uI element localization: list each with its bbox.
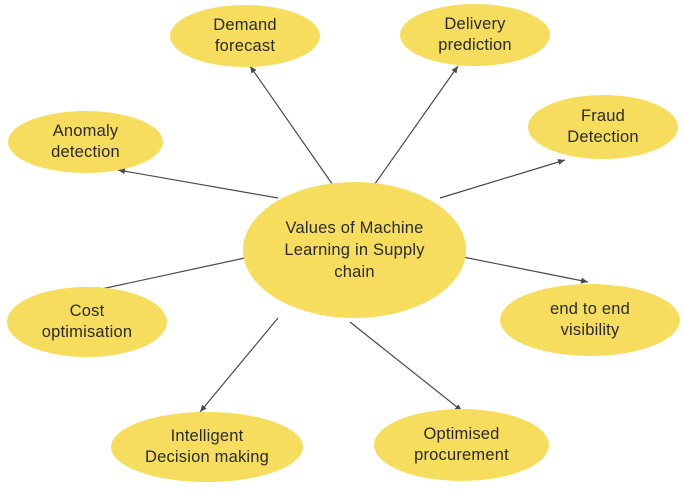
node-demand-forecast: Demand forecast <box>170 5 320 67</box>
node-label-end-to-end-visibility: end to end visibility <box>550 300 630 339</box>
connector-optimised-procurement <box>349 321 463 412</box>
node-label-intelligent-decision-making: Intelligent Decision making <box>144 427 270 466</box>
node-intelligent-decision-making: Intelligent Decision making <box>111 412 303 482</box>
node-label-optimised-procurement: Optimised procurement <box>414 425 509 464</box>
node-label-demand-forecast: Demand forecast <box>213 16 277 55</box>
connector-intelligent-decision-making <box>199 317 279 413</box>
connector-fraud-detection <box>439 159 566 199</box>
node-delivery-prediction: Delivery prediction <box>400 4 550 66</box>
node-anomaly-detection: Anomaly detection <box>8 111 163 173</box>
node-cost-optimisation: Cost optimisation <box>7 287 167 357</box>
node-label-center: Values of Machine Learning in Supply cha… <box>284 219 425 281</box>
connector-delivery-prediction <box>371 65 459 189</box>
node-label-delivery-prediction: Delivery prediction <box>438 15 512 54</box>
connector-end-to-end-visibility <box>457 255 589 284</box>
node-center: Values of Machine Learning in Supply cha… <box>243 182 466 318</box>
node-fraud-detection: Fraud Detection <box>528 95 678 159</box>
connector-demand-forecast <box>249 65 336 189</box>
node-label-cost-optimisation: Cost optimisation <box>41 302 133 341</box>
connector-anomaly-detection <box>117 168 279 199</box>
node-end-to-end-visibility: end to end visibility <box>500 284 680 356</box>
node-label-fraud-detection: Fraud Detection <box>567 107 639 146</box>
node-label-anomaly-detection: Anomaly detection <box>51 122 120 161</box>
node-optimised-procurement: Optimised procurement <box>374 409 549 481</box>
connector-cost-optimisation <box>91 255 255 293</box>
